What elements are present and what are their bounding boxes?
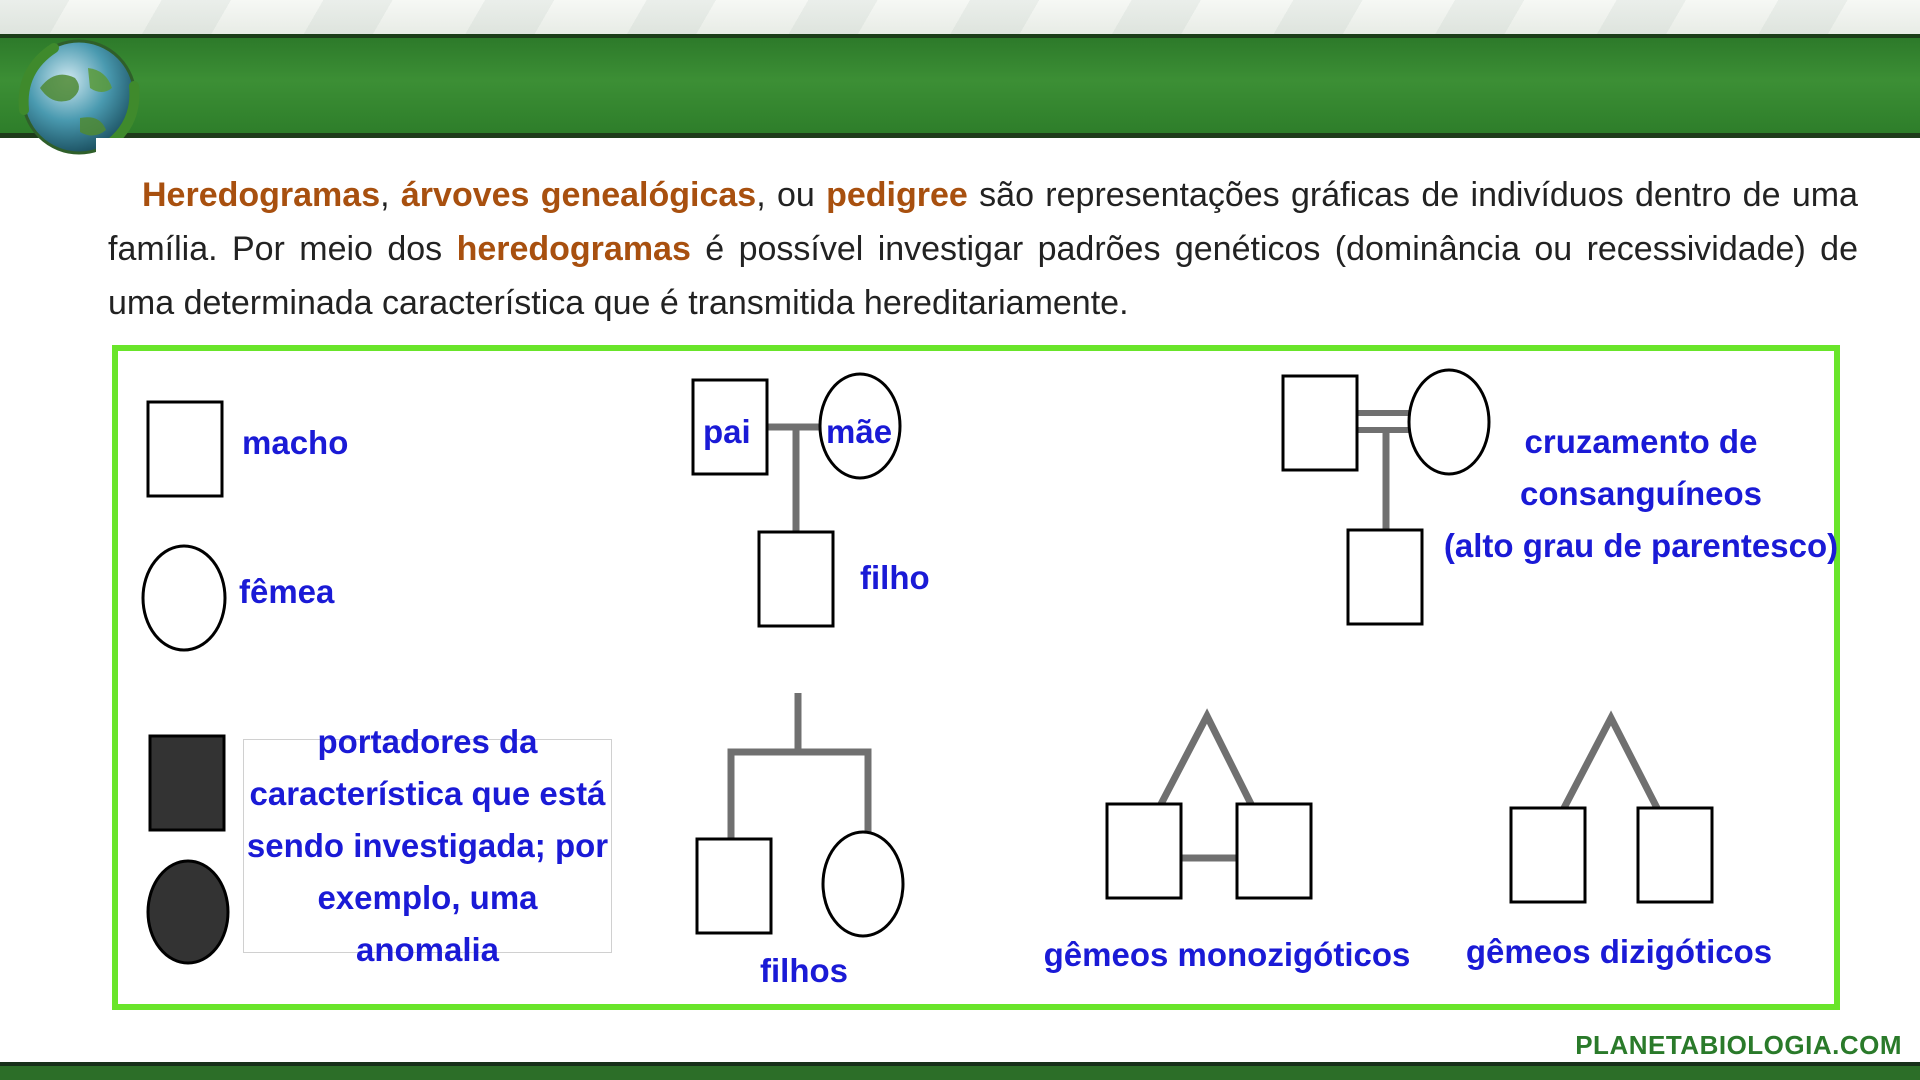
term-heredogramas: Heredogramas — [142, 176, 381, 214]
consanguineous-female-symbol — [1407, 368, 1491, 476]
affected-female-symbol — [146, 859, 230, 965]
label-son: filho — [860, 559, 930, 596]
intro-paragraph: Heredogramas, árvoves genealógicas, ou p… — [108, 168, 1858, 330]
label-children: filhos — [760, 952, 848, 989]
label-mother: mãe — [826, 413, 892, 450]
twin-b-symbol — [1235, 802, 1313, 900]
mother-symbol — [818, 372, 902, 480]
carriers-description: portadores da característica que está se… — [243, 723, 612, 968]
female-symbol — [141, 544, 227, 652]
term-arvores: árvoves genealógicas — [400, 176, 757, 214]
label-consanguineous-2: consanguíneos — [1520, 475, 1762, 512]
header-band — [0, 34, 1920, 138]
globe-logo-icon — [18, 39, 140, 155]
term-heredogramas-2: heredogramas — [456, 230, 691, 268]
consanguineous-child-symbol — [1346, 528, 1424, 626]
site-brand: PLANETABIOLOGIA.COM — [1575, 1030, 1902, 1060]
label-consanguineous-3: (alto grau de parentesco) — [1444, 527, 1838, 564]
term-pedigree: pedigree — [826, 176, 968, 214]
label-male: macho — [242, 424, 348, 461]
top-decorative-strip — [0, 0, 1920, 34]
father-symbol — [691, 378, 769, 476]
label-consanguineous-1: cruzamento de — [1525, 423, 1758, 460]
children-diagram — [695, 693, 905, 938]
son-symbol — [757, 530, 835, 628]
male-symbol — [146, 400, 224, 498]
label-dizygotic: gêmeos dizigóticos — [1466, 933, 1772, 970]
label-carriers: portadores da característica que está se… — [246, 723, 609, 968]
intro-text: são representações gráficas de indivíduo… — [108, 176, 1858, 268]
affected-male-symbol — [148, 734, 226, 832]
label-monozygotic: gêmeos monozigóticos — [1044, 936, 1411, 973]
intro-text: é possível investigar padrões genéticos … — [108, 230, 1858, 322]
parents-son-diagram — [691, 372, 902, 628]
monozygotic-twins-diagram — [1105, 708, 1313, 900]
dizygotic-twins-diagram — [1509, 710, 1714, 904]
child-female-symbol — [821, 830, 905, 938]
pedigree-legend-box — [112, 345, 1840, 1010]
child-male-symbol — [695, 837, 773, 935]
consanguineous-male-symbol — [1281, 374, 1359, 472]
twin-c-symbol — [1509, 806, 1587, 904]
footer-band — [0, 1062, 1920, 1080]
intro-separator: , ou — [756, 176, 827, 214]
consanguineous-diagram — [1281, 368, 1491, 626]
twin-a-symbol — [1105, 802, 1183, 900]
intro-separator: , — [380, 176, 401, 214]
label-female: fêmea — [239, 573, 335, 610]
label-father: pai — [703, 413, 751, 450]
twin-d-symbol — [1636, 806, 1714, 904]
